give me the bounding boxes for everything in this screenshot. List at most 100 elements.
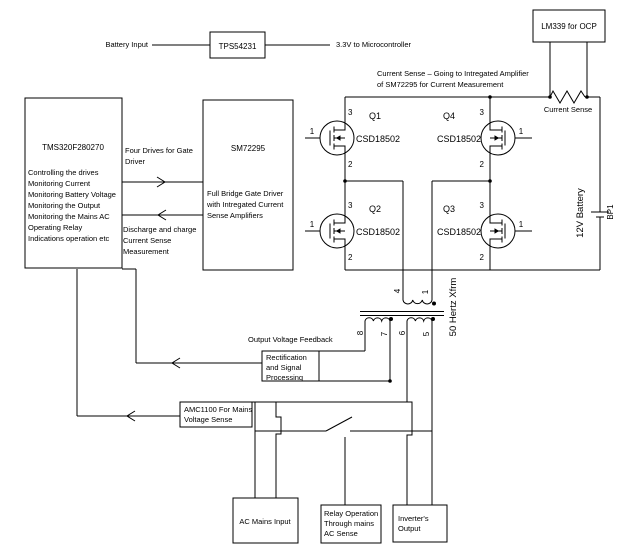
symbols [126,89,586,432]
mcu-supply-label: 3.3V to Microcontroller [336,40,412,49]
box-lm339 [532,9,606,43]
transformer-pin8: 8 [356,330,365,335]
tps54231-label: TPS54231 [219,42,257,51]
transformer-pin4: 4 [393,288,402,293]
relay-contact-icon [325,416,353,432]
mosfet-q2-symbol [319,213,355,249]
mosfet-internals [489,216,506,246]
mcu-function: Indications operation etc [28,234,110,243]
mosfet-arrow-icon [494,228,500,234]
gate-driver-desc: with Intregated Current [206,200,284,209]
transformer-pin7: 7 [380,331,389,336]
mosfet-arrow-icon [335,228,341,234]
output-feedback-label: Output Voltage Feedback [248,335,333,344]
resistor-current-sense [549,89,586,104]
mcu-function: Monitoring the Mains AC [28,212,110,221]
mosfet-body [319,120,355,156]
q3-part: CSD18502 [437,227,481,237]
q1-part: CSD18502 [356,134,400,144]
arrow-sense-icon [157,209,167,221]
box-mcu [24,97,123,269]
wire-feedback [122,268,262,364]
mcu-function: Operating Relay [28,223,82,232]
polarity-dot [432,301,436,306]
q1-pin-gate: 1 [310,127,315,136]
drives-bus-label: Four Drives for Gate [125,146,193,155]
junction-dot [488,95,492,99]
q4-pin-source: 2 [480,160,485,169]
arrow-mains-sense-icon [126,410,136,422]
sense-bus-label: Measurement [123,247,170,256]
drives-bus-label: Driver [125,157,146,166]
q3-ref: Q3 [443,204,455,214]
q4-pin-drain: 3 [480,108,485,117]
wires [76,42,609,505]
q3-pin-gate: 1 [519,220,524,229]
q2-ref: Q2 [369,204,381,214]
amc1100-line: AMC1100 For Mains [184,405,252,414]
box-gate-driver [202,99,294,271]
mosfet-arrow-icon [494,135,500,141]
rectifier-line: Processing [266,373,303,382]
q2-pin-drain: 3 [348,201,353,210]
junction-dot [488,179,492,183]
wire-bridge-rails [344,96,601,296]
current-sense-note-2: of SM72295 for Current Measurement [377,80,504,89]
amc1100-line: Voltage Sense [184,415,232,424]
q3-pin-drain: 3 [480,201,485,210]
q4-pin-gate: 1 [519,127,524,136]
q1-ref: Q1 [369,111,381,121]
box-inverter-output [392,504,448,543]
current-sense-note-1: Current Sense – Going to Intregated Ampl… [377,69,529,78]
q1-pin-drain: 3 [348,108,353,117]
mcu-function: Monitoring Battery Voltage [28,190,116,199]
wire-gate-stubs [305,137,532,232]
box-ac-mains-input [232,497,299,544]
junction-dot [388,379,392,383]
q2-pin-source: 2 [348,253,353,262]
q2-pin-gate: 1 [310,220,315,229]
relay-operation-line: AC Sense [324,529,358,538]
q1-pin-source: 2 [348,160,353,169]
transformer-pin6: 6 [398,330,407,335]
mcu-function: Monitoring the Output [28,201,101,210]
transformer-core [360,311,444,316]
transformer-secondary-right-coil [406,317,433,325]
mosfet-q4-symbol [480,120,516,156]
transformer-primary-coil [402,296,433,305]
mosfet-body [319,213,355,249]
wire-secondary-rectifier [319,325,391,382]
q3-pin-source: 2 [480,253,485,262]
transformer-pin5: 5 [422,331,431,336]
wire-mains-sense [76,269,180,417]
mcu-title: TMS320F280270 [42,143,104,152]
ac-mains-input-label: AC Mains Input [239,517,291,526]
inverter-output-line: Output [398,524,421,533]
box-tps54231 [209,31,266,59]
mosfet-internals [329,123,346,153]
sense-bus-label: Current Sense [123,236,171,245]
gate-driver-desc: Sense Amplifiers [207,211,263,220]
gate-driver-desc: Full Bridge Gate Driver [207,189,284,198]
mosfet-q3-symbol [480,213,516,249]
battery-input-label: Battery Input [105,40,148,49]
mosfet-body [480,213,516,249]
relay-operation-line: Through mains [324,519,374,528]
rectifier-line: Rectification [266,353,307,362]
transformer-pin1: 1 [421,289,430,294]
q4-part: CSD18502 [437,134,481,144]
mosfet-internals [489,123,506,153]
arrow-feedback-icon [171,357,181,369]
box-relay-operation [320,504,382,544]
lm339-label: LM339 for OCP [541,22,597,31]
inverter-output-line: Inverter's [398,514,429,523]
q4-ref: Q4 [443,111,455,121]
polarity-dot [389,317,393,321]
mcu-function: Controlling the drives [28,168,99,177]
mosfet-body [480,120,516,156]
wire-mcu-driver-buses [122,181,203,216]
gate-driver-title: SM72295 [231,144,266,153]
transformer-label: 50 Hertz Xfrm [448,278,459,337]
polarity-dot [431,317,435,321]
